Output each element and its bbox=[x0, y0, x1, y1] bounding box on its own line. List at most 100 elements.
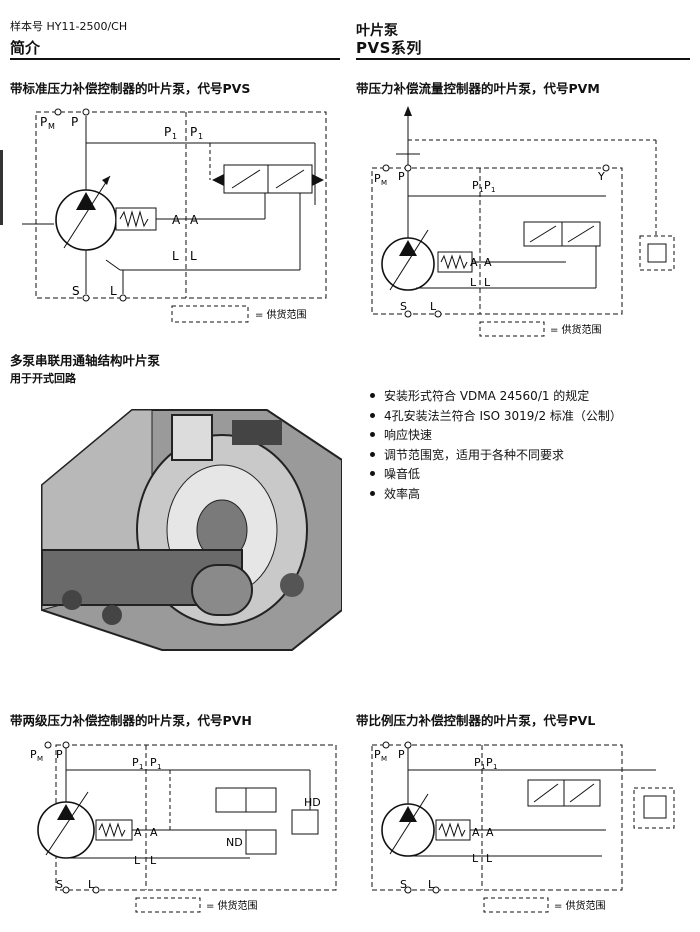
l-label-2: L bbox=[190, 249, 197, 263]
p-port-icon bbox=[82, 108, 90, 116]
pvh-p1-label-2: P bbox=[150, 756, 157, 769]
pvh-a-label: A bbox=[134, 826, 142, 839]
s-label: S bbox=[72, 284, 80, 298]
p-label: P bbox=[71, 115, 78, 129]
pvm-p-label: P bbox=[398, 170, 405, 183]
pvh-s-label: S bbox=[56, 878, 63, 891]
supply-scope-box bbox=[171, 305, 249, 323]
pump-variable-arrow bbox=[63, 175, 111, 249]
page-title: 简介 bbox=[10, 39, 41, 57]
pvl-p1-sub-2: 1 bbox=[493, 763, 497, 771]
section-title-pvh: 带两级压力补偿控制器的叶片泵，代号PVH bbox=[10, 713, 252, 728]
feature-item: 响应快速 bbox=[370, 425, 622, 445]
bullet-icon bbox=[370, 412, 375, 418]
pvm-s-label: S bbox=[400, 300, 407, 313]
l-port-label: L bbox=[110, 284, 117, 298]
pvh-l-port-label: L bbox=[88, 878, 95, 891]
pvm-p1-sub-2: 1 bbox=[491, 186, 495, 194]
pvl-a-label: A bbox=[472, 826, 480, 839]
p1-sub-label-2: 1 bbox=[198, 132, 203, 141]
pvh-supply-scope-label: = 供货范围 bbox=[206, 899, 258, 912]
pvh-a-label-2: A bbox=[150, 826, 158, 839]
a-label: A bbox=[172, 213, 181, 227]
pvs-pump-boundary bbox=[35, 111, 327, 299]
bullet-icon bbox=[370, 471, 375, 477]
pvm-a-label-2: A bbox=[484, 256, 492, 269]
pvh-nd-label: ND bbox=[226, 836, 243, 849]
pvl-p1-label-2: P bbox=[486, 756, 493, 769]
l-label: L bbox=[172, 249, 179, 263]
feature-list: 安装形式符合 VDMA 24560/1 的规定 4孔安装法兰符合 ISO 301… bbox=[370, 386, 622, 503]
product-title: 叶片泵 bbox=[356, 23, 398, 39]
pvm-pm-label: P bbox=[374, 172, 381, 185]
pvl-a-label-2: A bbox=[486, 826, 494, 839]
pvm-l-label: L bbox=[470, 276, 477, 289]
pvh-p1-sub: 1 bbox=[139, 763, 143, 771]
p1-label-2: P bbox=[190, 125, 197, 139]
pvl-pm-sub: M bbox=[381, 755, 387, 763]
pvm-a-label: A bbox=[470, 256, 478, 269]
pvl-pm-label: P bbox=[374, 748, 381, 761]
pvl-hydraulic-diagram: P M P P 1 P 1 A A L L S L = 供货范围 bbox=[371, 741, 675, 913]
pvl-s-label: S bbox=[400, 878, 407, 891]
pvh-p1-label: P bbox=[132, 756, 139, 769]
pvm-p1-label: P bbox=[472, 179, 479, 192]
l-port-icon bbox=[119, 294, 127, 302]
remote-valve bbox=[647, 243, 667, 263]
pvm-l-label-2: L bbox=[484, 276, 491, 289]
pvh-l-label: L bbox=[134, 854, 141, 867]
pvh-hydraulic-diagram: P M P P 1 P 1 A A L L HD ND S L = 供货范围 bbox=[30, 741, 337, 913]
pvm-p1-sub: 1 bbox=[479, 186, 483, 194]
supply-scope-label: = 供货范围 bbox=[255, 308, 307, 321]
side-tab-marker bbox=[0, 150, 3, 225]
pvm-pm-sub: M bbox=[381, 179, 387, 187]
pvl-l-port-label: L bbox=[428, 878, 435, 891]
section-title-pvl: 带比例压力补偿控制器的叶片泵，代号PVL bbox=[356, 713, 596, 728]
bullet-icon bbox=[370, 432, 375, 438]
catalog-number: 样本号 HY11-2500/CH bbox=[10, 20, 128, 33]
pvh-p-label: P bbox=[56, 748, 63, 761]
pvl-p-label: P bbox=[398, 748, 405, 761]
pvs-hydraulic-diagram: P M P P 1 P 1 A A L L S L = 供货范围 bbox=[22, 108, 327, 323]
pvm-l-port-label: L bbox=[430, 300, 437, 313]
bullet-icon bbox=[370, 451, 375, 457]
bullet-icon bbox=[370, 393, 375, 399]
section-title-multi: 多泵串联用通轴结构叶片泵 bbox=[10, 353, 161, 368]
s-port-icon bbox=[82, 294, 90, 302]
pump-cutaway-illustration bbox=[41, 409, 342, 651]
pvm-hydraulic-diagram: P M P P 1 P 1 Y A A L L S L = 供货范围 bbox=[371, 106, 675, 337]
header-rule-left bbox=[10, 58, 340, 60]
spring-icon bbox=[119, 210, 149, 228]
feature-item: 噪音低 bbox=[370, 464, 622, 484]
pvm-p1-label-2: P bbox=[484, 179, 491, 192]
pvl-l-label-2: L bbox=[486, 852, 493, 865]
bullet-icon bbox=[370, 490, 375, 496]
feature-item: 安装形式符合 VDMA 24560/1 的规定 bbox=[370, 386, 622, 406]
section-title-pvs: 带标准压力补偿控制器的叶片泵，代号PVS bbox=[10, 81, 251, 96]
pvm-pump-boundary bbox=[371, 167, 623, 315]
feature-item: 4孔安装法兰符合 ISO 3019/2 标准（公制） bbox=[370, 406, 622, 426]
pm-port-icon bbox=[54, 108, 62, 116]
pvh-p1-sub-2: 1 bbox=[157, 763, 161, 771]
pvm-y-label: Y bbox=[597, 170, 605, 183]
pvh-pm-label: P bbox=[30, 748, 37, 761]
feature-item: 效率高 bbox=[370, 484, 622, 504]
header-rule-right bbox=[356, 58, 690, 60]
pilot-arrow-right bbox=[312, 174, 324, 186]
product-series: PVS系列 bbox=[356, 39, 422, 57]
pvl-p1-label: P bbox=[474, 756, 481, 769]
pvh-hd-label: HD bbox=[304, 796, 321, 809]
a-label-2: A bbox=[190, 213, 199, 227]
pvl-p1-sub: 1 bbox=[481, 763, 485, 771]
pvl-l-label: L bbox=[472, 852, 479, 865]
pm-sub-label: M bbox=[48, 122, 55, 131]
p1-sub-label: 1 bbox=[172, 132, 177, 141]
pvm-supply-scope-label: = 供货范围 bbox=[550, 323, 602, 336]
open-circuit-note: 用于开式回路 bbox=[10, 372, 76, 385]
pilot-arrow-left bbox=[212, 174, 224, 186]
pvh-l-label-2: L bbox=[150, 854, 157, 867]
pm-label: P bbox=[40, 115, 47, 129]
section-title-pvm: 带压力补偿流量控制器的叶片泵，代号PVM bbox=[356, 81, 600, 96]
pvm-pump-symbol bbox=[381, 237, 435, 291]
feature-item: 调节范围宽，适用于各种不同要求 bbox=[370, 445, 622, 465]
